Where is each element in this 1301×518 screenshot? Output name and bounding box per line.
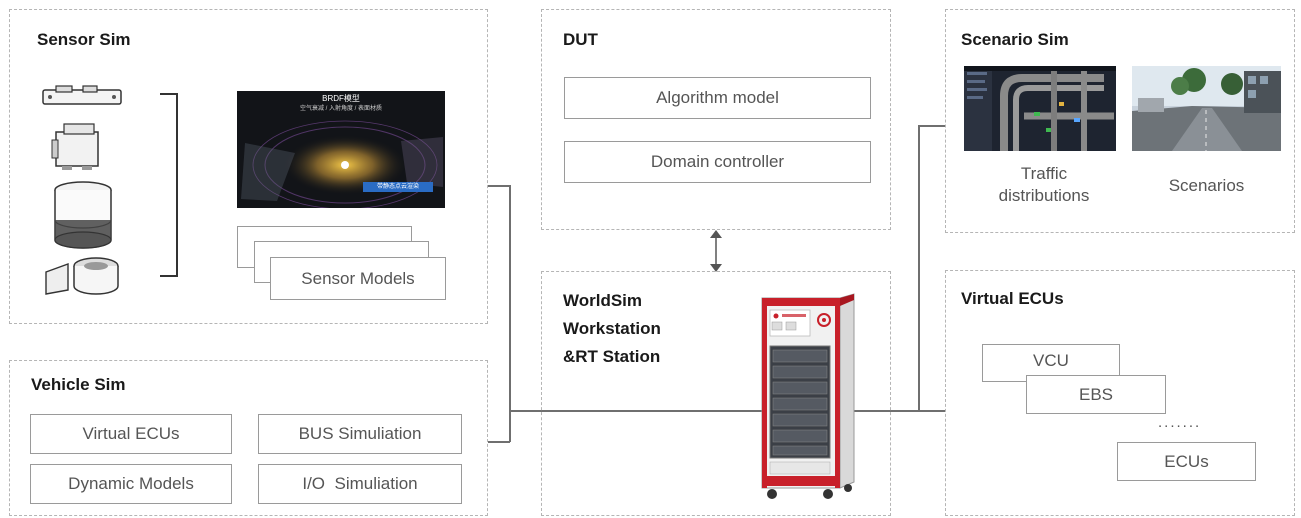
bidirectional-arrow-icon <box>710 230 722 272</box>
virtual-ecus-title: Virtual ECUs <box>961 289 1064 308</box>
point-cloud-badge: 带静态点云渲染 <box>363 182 433 192</box>
ebs-box[interactable]: EBS <box>1026 375 1166 414</box>
connector-right-vertical <box>918 125 920 411</box>
connector-vehicle-horizontal <box>488 441 510 443</box>
point-cloud-title: BRDF模型 <box>322 94 360 103</box>
ultrasonic-sensor-icon <box>45 257 119 295</box>
connector-sensor-horizontal <box>488 185 510 187</box>
scenario-sim-panel: Scenario Sim Traffic distributions <box>945 9 1295 233</box>
connector-scenario-horizontal <box>919 125 945 127</box>
dut-title: DUT <box>563 30 598 49</box>
sensor-sim-title: Sensor Sim <box>37 30 131 49</box>
lidar-sensor-icon <box>54 181 112 249</box>
traffic-caption: Traffic distributions <box>998 164 1090 205</box>
worldsim-title: WorldSim Workstation &RT Station <box>563 291 661 366</box>
algorithm-model-box[interactable]: Algorithm model <box>564 77 871 119</box>
algorithm-model-label: Algorithm model <box>656 88 779 107</box>
vehicle-sim-title: Vehicle Sim <box>31 375 126 394</box>
sensor-bracket <box>160 93 178 277</box>
bus-simulation-box[interactable]: BUS Simuliation <box>258 414 462 454</box>
vcu-label: VCU <box>1033 351 1069 370</box>
sensor-models-label: Sensor Models <box>301 268 415 288</box>
sensor-models-box[interactable]: Sensor Models <box>270 257 446 300</box>
virtual-ecus-vehicle-label: Virtual ECUs <box>82 424 180 443</box>
traffic-map-image <box>964 66 1116 151</box>
domain-controller-box[interactable]: Domain controller <box>564 141 871 183</box>
virtual-ecus-panel: Virtual ECUs VCU EBS ....... ECUs <box>945 270 1295 516</box>
point-cloud-subtitle: 空气衰减 / 入射角度 / 表面材质 <box>299 106 382 112</box>
point-cloud-image: BRDF模型 空气衰减 / 入射角度 / 表面材质 带静态点云渲染 <box>237 91 445 208</box>
ecus-box[interactable]: ECUs <box>1117 442 1256 481</box>
io-simulation-box[interactable]: I/O Simuliation <box>258 464 462 504</box>
dynamic-models-box[interactable]: Dynamic Models <box>30 464 232 504</box>
connector-bus-line <box>509 410 945 412</box>
sensor-hardware-icons <box>42 85 122 295</box>
worldsim-panel: WorldSim Workstation &RT Station <box>541 271 891 516</box>
camera-sensor-icon <box>51 123 99 170</box>
io-simulation-label: I/O Simuliation <box>302 474 418 493</box>
dut-panel: DUT Algorithm model Domain controller <box>541 9 891 230</box>
sensor-sim-panel: Sensor Sim <box>9 9 488 324</box>
radar-sensor-icon <box>42 85 122 105</box>
vehicle-sim-panel: Vehicle Sim Virtual ECUs BUS Simuliation… <box>9 360 488 516</box>
ebs-label: EBS <box>1078 384 1114 404</box>
domain-controller-label: Domain controller <box>650 152 785 171</box>
ecu-ellipsis: ....... <box>1158 414 1202 431</box>
bus-simulation-label: BUS Simuliation <box>298 424 422 443</box>
scenario-sim-title: Scenario Sim <box>961 30 1069 49</box>
connector-main-vertical <box>509 185 511 442</box>
dynamic-models-label: Dynamic Models <box>68 474 194 493</box>
rt-station-rack-image <box>761 293 855 499</box>
street-scene-image <box>1132 66 1281 151</box>
ecus-label: ECUs <box>1164 451 1209 471</box>
virtual-ecus-vehicle-box[interactable]: Virtual ECUs <box>30 414 232 454</box>
scenarios-caption: Scenarios <box>1168 176 1245 195</box>
